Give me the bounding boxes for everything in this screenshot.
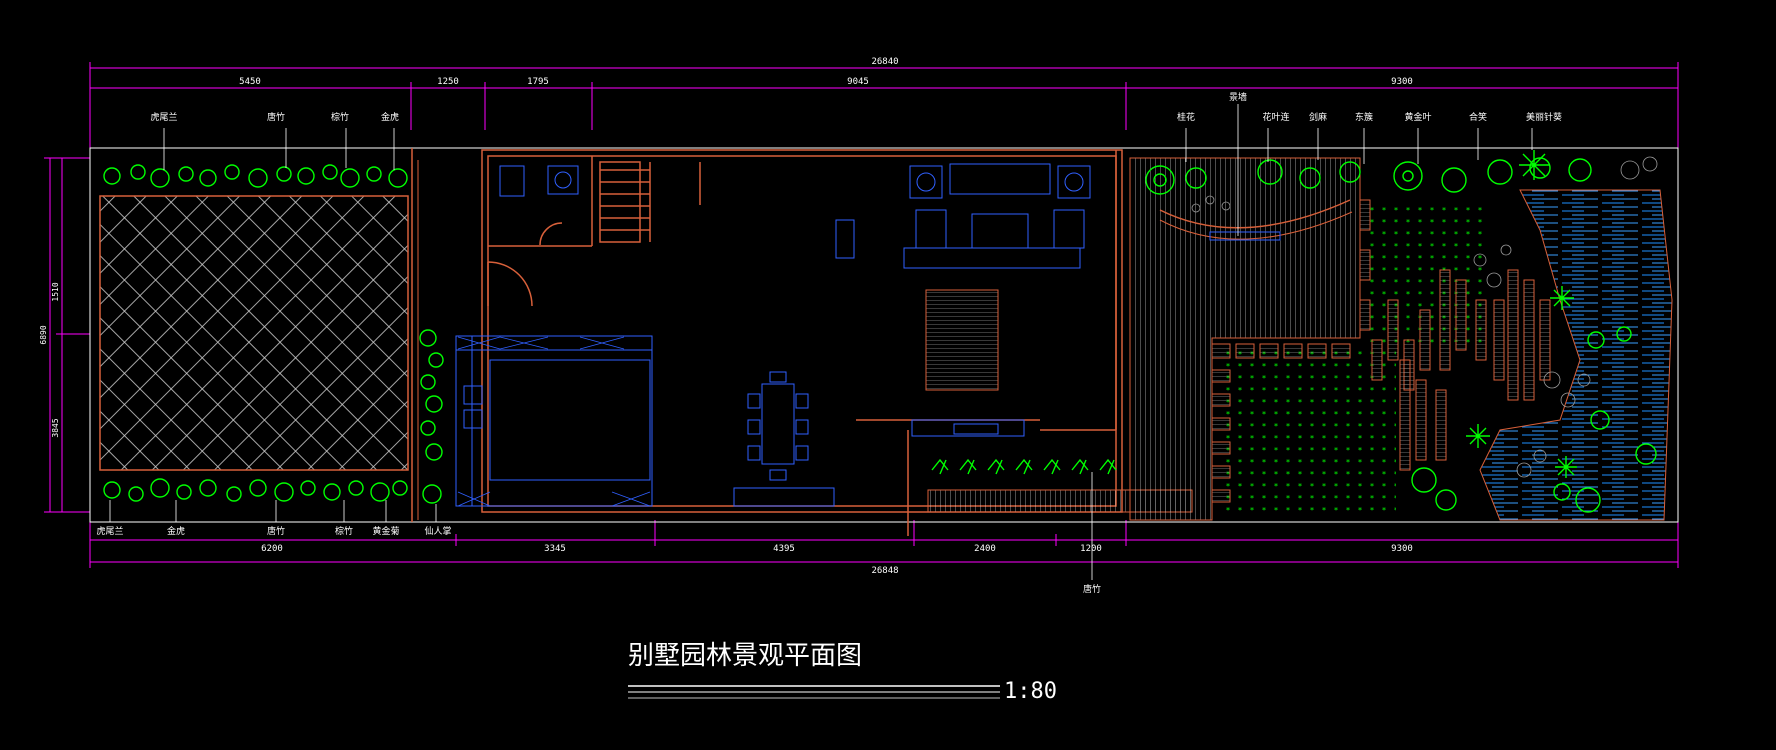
plant-label: 剑麻 [1309,111,1327,123]
dimension-lines [44,62,1679,568]
plant-label: 金虎 [381,111,399,123]
dim-top-total: 26840 [871,57,898,67]
plant-label: 合笑 [1469,111,1487,123]
dim-top-seg: 1795 [527,77,549,87]
plant-label: 黄金叶 [1404,111,1431,123]
plant-label: 东簇 [1355,111,1373,123]
drawing-title: 别墅园林景观平面图 [628,641,862,671]
house-walls [481,149,1123,536]
plant-label: 美丽针葵 [1526,111,1562,123]
water-pond [1479,189,1673,521]
wooden-deck [1129,157,1361,521]
dim-bottom-seg: 2400 [974,544,996,554]
plant-leaders [109,104,1533,580]
plant-label: 虎尾兰 [96,525,123,537]
dim-bottom-seg: 1200 [1080,544,1102,554]
plant-labels: 虎尾兰 唐竹 棕竹 金虎 桂花 景墙 花叶连 剑麻 东簇 黄金叶 合笑 美丽针葵… [96,91,1562,595]
right-garden [1129,156,1673,521]
dim-bottom-seg: 4395 [773,544,795,554]
plant-label: 唐竹 [267,111,285,123]
lawn-dots [1226,346,1396,518]
left-garden [99,148,419,522]
dim-bottom-total: 26848 [871,566,898,576]
dim-top-seg: 5450 [239,77,261,87]
dim-top-seg: 9045 [847,77,869,87]
plant-label: 景墙 [1229,91,1247,103]
dim-top-seg: 9300 [1391,77,1413,87]
plant-label: 虎尾兰 [150,111,177,123]
plant-label: 金虎 [167,525,185,537]
kitchen-cabinets [457,336,651,507]
paved-lawn [99,195,409,471]
dimension-texts: 26840 5450 1250 1795 9045 9300 6200 3345… [39,57,1413,576]
stepping-stones [1211,199,1551,503]
plant-label: 棕竹 [335,525,353,537]
dim-bottom-seg: 3345 [544,544,566,554]
plant-label: 唐竹 [267,525,285,537]
feature-wall [1159,199,1351,229]
plant-label: 仙人掌 [424,525,451,537]
dim-bottom-seg: 6200 [261,544,283,554]
plant-label: 桂花 [1177,111,1195,123]
rocks [1191,156,1658,478]
plant-label: 棕竹 [331,111,349,123]
site-boundary [89,147,1679,523]
plant-label: 唐竹 [1083,583,1101,595]
title-block: 别墅园林景观平面图 1:80 [628,641,1057,704]
plants [103,150,1657,513]
furniture [455,163,1091,507]
striped-rug [925,289,999,391]
drawing-scale: 1:80 [1004,679,1057,704]
dim-top-seg: 1250 [437,77,459,87]
dim-left-seg: 3845 [51,418,60,437]
plant-label: 花叶连 [1262,111,1289,123]
dim-bottom-seg: 9300 [1391,544,1413,554]
dim-left-total: 6890 [39,325,48,344]
plant-label: 黄金菊 [372,525,399,537]
dim-left-seg: 1510 [51,282,60,301]
